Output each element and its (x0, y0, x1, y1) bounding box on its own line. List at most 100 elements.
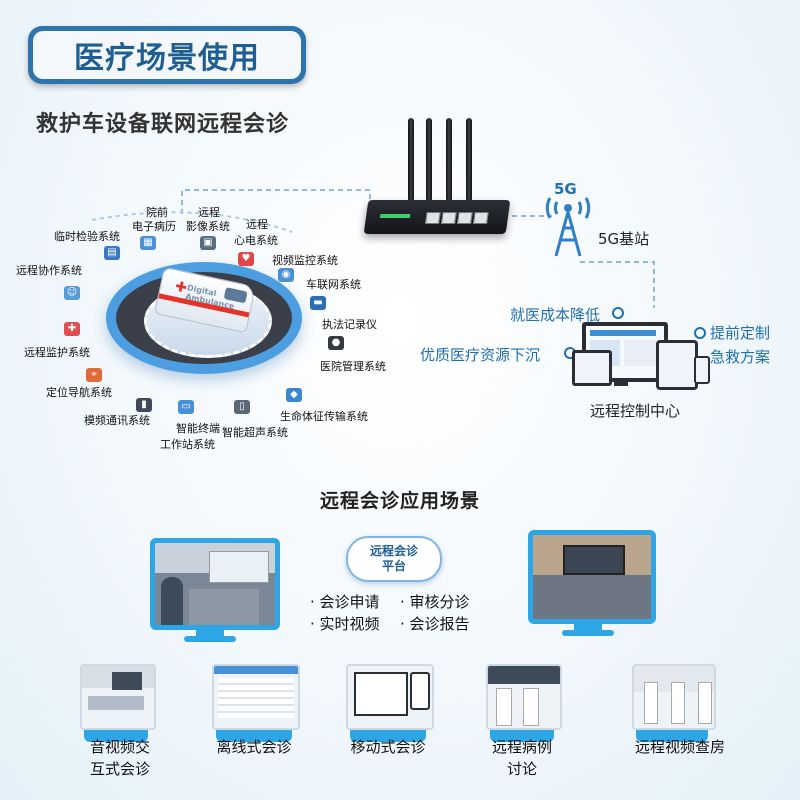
scenario-rounds-line1: 远程视频查房 (634, 738, 725, 756)
system-recorder: 执法记录仪 (322, 318, 377, 331)
scenario-rounds-tab (636, 730, 708, 742)
system-emr-line2: 电子病历 (132, 220, 176, 233)
base-station-tower-icon (545, 197, 591, 257)
benefit-cost: 就医成本降低 (510, 306, 601, 324)
meeting-table (189, 589, 259, 625)
system-imaging-line1: 远程 (198, 206, 220, 219)
consultation-monitor-left (150, 538, 280, 630)
system-navigation: 定位导航系统 (46, 386, 112, 399)
scenario-av-label: 音视频交 互式会诊 (70, 736, 170, 780)
benefit-custom-line1: 提前定制 (710, 324, 771, 342)
scenario-case-label: 远程病例 讨论 (474, 736, 570, 780)
router-leds (379, 214, 411, 218)
ultrasound-icon: ▯ (234, 400, 250, 414)
consultation-platform-cloud: 远程会诊 平台 (346, 536, 442, 582)
router-antenna-3 (446, 118, 452, 202)
scenario-rounds-image (632, 664, 716, 730)
video-screen (209, 551, 269, 583)
scenario-card-mobile (346, 664, 434, 742)
control-center-phone (694, 356, 710, 384)
scenario-offline-image (212, 664, 300, 730)
scenario-mobile-tab (350, 730, 426, 742)
scenario-offline-tab (216, 730, 292, 742)
system-lab: 临时检验系统 (54, 230, 120, 243)
scenario-case-tab (490, 730, 554, 742)
camera-icon: ◉ (278, 268, 294, 282)
router-antenna-4 (466, 118, 472, 202)
imaging-screen-icon: ▣ (200, 236, 216, 250)
scenario-offline-line1: 离线式会诊 (216, 738, 292, 756)
scenario-av-image (80, 664, 156, 730)
scenario-offline-label: 离线式会诊 (204, 736, 304, 758)
system-imaging-line2: 影像系统 (186, 220, 230, 233)
ecg-heart-icon: ♥ (238, 252, 254, 266)
router-port (441, 212, 457, 224)
emr-tablet-icon: ▦ (140, 236, 156, 250)
scenario-mobile-line1: 移动式会诊 (350, 738, 426, 756)
router-port (457, 212, 473, 224)
ambulance-router-link (181, 189, 371, 214)
scenario-mobile-label: 移动式会诊 (338, 736, 438, 758)
basestation-center-link (580, 261, 655, 308)
monitor-left-base (184, 636, 236, 642)
location-pin-icon: ⌖ (86, 368, 102, 382)
system-emr-line1: 院前 (146, 206, 168, 219)
benefit-cost-bullet (612, 307, 624, 319)
radio-icon: ▮ (136, 398, 152, 412)
router-antenna-1 (408, 118, 414, 202)
system-hospital-mgmt: 医院管理系统 (320, 360, 386, 373)
system-ultrasound: 智能超声系统 (222, 426, 288, 439)
feature-realtime-video: · 实时视频 (310, 615, 380, 633)
terminal-icon: ▭ (178, 400, 194, 414)
scenario-case-line2: 讨论 (506, 760, 537, 778)
scenario-card-av (80, 664, 156, 742)
benefit-resources: 优质医疗资源下沉 (420, 346, 541, 364)
scenario-av-line2: 互式会诊 (89, 760, 150, 778)
systems-arc (91, 211, 293, 233)
control-center-pad (656, 340, 698, 390)
ward-floor (533, 575, 651, 619)
collab-person-icon: ☺ (64, 286, 80, 300)
router-antenna-2 (426, 118, 432, 202)
page-title: 医疗场景使用 (33, 31, 301, 79)
system-monitoring: 远程监护系统 (24, 346, 90, 359)
system-workstation-line2: 工作站系统 (160, 438, 215, 451)
system-iov: 车联网系统 (306, 278, 361, 291)
control-center-label: 远程控制中心 (590, 402, 681, 420)
ward-video-screen (563, 545, 625, 575)
scenario-mobile-image (346, 664, 434, 730)
feature-request: · 会诊申请 (310, 593, 380, 611)
system-ecg-line2: 心电系统 (234, 234, 278, 247)
monitor-bag-icon: ✚ (64, 322, 80, 336)
scenario-card-rounds (632, 664, 716, 742)
lab-device-icon: ▤ (104, 246, 120, 260)
router-port (473, 212, 489, 224)
base-station-label: 5G基站 (598, 230, 650, 248)
monitor-left-neck (196, 628, 224, 638)
benefit-custom-bullet (694, 327, 706, 339)
platform-line1: 远程会诊 (369, 544, 418, 558)
platform-line2: 平台 (381, 559, 406, 573)
dashboard-panel (624, 340, 656, 366)
feature-report: · 会诊报告 (400, 615, 470, 633)
scenario-case-image (486, 664, 562, 730)
scenario-card-case (486, 664, 562, 742)
system-workstation-line1: 智能终端 (176, 422, 220, 435)
scenario-card-offline (212, 664, 300, 742)
system-video-monitor: 视频监控系统 (272, 254, 338, 267)
5g-tag: 5G (554, 180, 577, 198)
scenario-av-line1: 音视频交 (89, 738, 150, 756)
section-subtitle: 救护车设备联网远程会诊 (36, 112, 290, 137)
dashboard-header (590, 330, 656, 336)
benefit-custom-line2: 急救方案 (710, 348, 771, 366)
control-center-tablet (572, 350, 612, 386)
scenario-case-line1: 远程病例 (491, 738, 552, 756)
consultation-monitor-right (528, 530, 656, 624)
section2-title: 远程会诊应用场景 (319, 490, 480, 512)
vehicle-terminal-icon: ▬ (310, 296, 326, 310)
system-collab: 远程协作系统 (16, 264, 82, 277)
5g-router-icon (363, 200, 511, 234)
system-intercom: 模频通讯系统 (84, 414, 150, 427)
body-cam-icon: ● (328, 336, 344, 350)
